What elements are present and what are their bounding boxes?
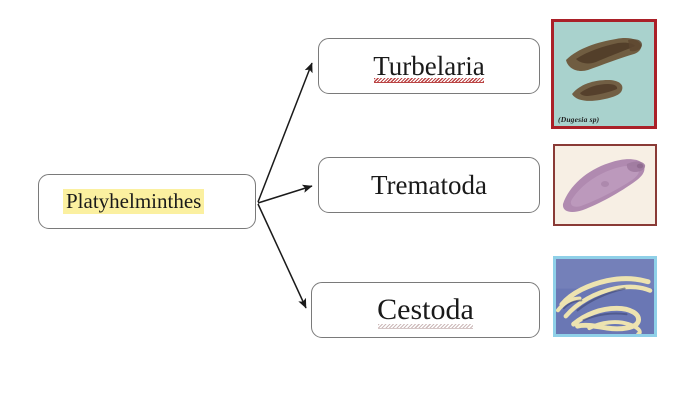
arrow-to-trematoda	[257, 184, 313, 204]
planaria-specimen-lower	[572, 80, 623, 101]
node-cestoda[interactable]: Cestoda	[311, 282, 540, 338]
fluke-specimen	[562, 159, 646, 212]
node-trematoda[interactable]: Trematoda	[318, 157, 540, 213]
node-platyhelminthes[interactable]: Platyhelminthes	[38, 174, 256, 229]
node-label-turbelaria: Turbelaria	[373, 50, 485, 84]
planaria-photo: (Dugesia sp)	[551, 19, 657, 129]
planaria-specimen-upper	[566, 38, 642, 71]
fluke-photo	[553, 144, 657, 226]
tapeworm-photo	[553, 256, 657, 337]
fluke-illustration	[555, 146, 655, 224]
arrow-to-turbelaria	[257, 62, 313, 203]
planaria-photo-caption: (Dugesia sp)	[558, 115, 600, 124]
node-turbelaria[interactable]: Turbelaria	[318, 38, 540, 94]
node-label-trematoda: Trematoda	[371, 169, 487, 200]
planaria-illustration	[554, 22, 654, 126]
node-label-cestoda: Cestoda	[377, 293, 474, 329]
arrow-to-cestoda	[257, 203, 307, 309]
tapeworm-strands	[556, 276, 653, 334]
node-label-platyhelminthes: Platyhelminthes	[63, 188, 205, 215]
tapeworm-shadows	[562, 287, 628, 322]
tapeworm-illustration	[556, 259, 654, 334]
